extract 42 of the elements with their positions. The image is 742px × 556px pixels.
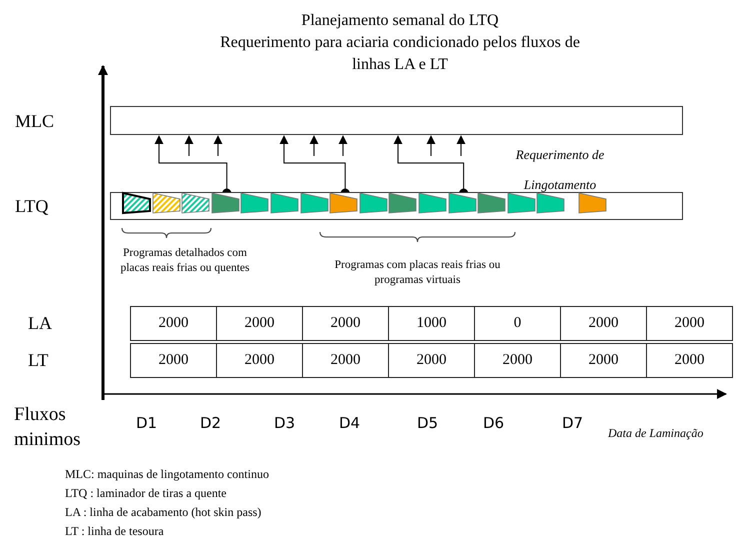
axis-label: Fluxos minimos — [14, 403, 82, 452]
table-cell: 2000 — [646, 306, 733, 341]
row-label: MLC — [15, 111, 54, 131]
table-cell: 2000 — [474, 343, 561, 378]
title: Planejamento semanal do LTQ — [300, 11, 500, 31]
tick-label: D4 — [339, 414, 360, 432]
row-label: LTQ — [15, 196, 48, 216]
tick-label: D2 — [200, 414, 222, 432]
note: LA : linha de acabamento (hot skin pass) — [65, 505, 262, 520]
subtitle: Requerimento para aciaria condicionado pelos fluxos de linhas LA e LT — [219, 33, 581, 75]
arrow — [184, 135, 194, 156]
table-cell: 0 — [474, 306, 561, 341]
annotation: Requerimento de Lingotamento — [514, 146, 606, 194]
tick-label: D1 — [136, 414, 158, 432]
table-cell: 2000 — [560, 343, 647, 378]
table-cell: 2000 — [388, 343, 475, 378]
row-label: LT — [28, 350, 48, 371]
table-cell: 2000 — [130, 306, 217, 341]
row-label: LA — [28, 313, 52, 334]
note: LT : linha de tesoura — [65, 524, 164, 539]
note: MLC: maquinas de lingotamento continuo — [65, 467, 269, 482]
arrow — [214, 135, 222, 156]
bracket-note: Programas detalhados com placas reais frias ou quentes — [120, 246, 250, 276]
note: LTQ : laminador de tiras a quente — [65, 486, 227, 501]
table-cell: 2000 — [130, 343, 217, 378]
table-cell: 1000 — [388, 306, 475, 341]
tick-label: D3 — [274, 414, 296, 432]
table-cell: 2000 — [302, 343, 389, 378]
arrow — [338, 135, 348, 156]
tick-label: D5 — [417, 414, 438, 432]
arrow — [426, 135, 436, 156]
table-cell: 2000 — [560, 306, 647, 341]
table-cell: 2000 — [646, 343, 733, 378]
arrow — [310, 135, 318, 156]
tick-label: D6 — [483, 414, 504, 432]
table-cell: 2000 — [302, 306, 389, 341]
table-cell: 2000 — [216, 343, 303, 378]
arrow — [456, 135, 466, 156]
tick-label: D7 — [562, 414, 584, 432]
table-cell: 2000 — [216, 306, 303, 341]
bracket-note: Programas com placas reais frias ou programas virtuais — [334, 258, 502, 288]
axis-label: Data de Laminação — [608, 426, 704, 441]
